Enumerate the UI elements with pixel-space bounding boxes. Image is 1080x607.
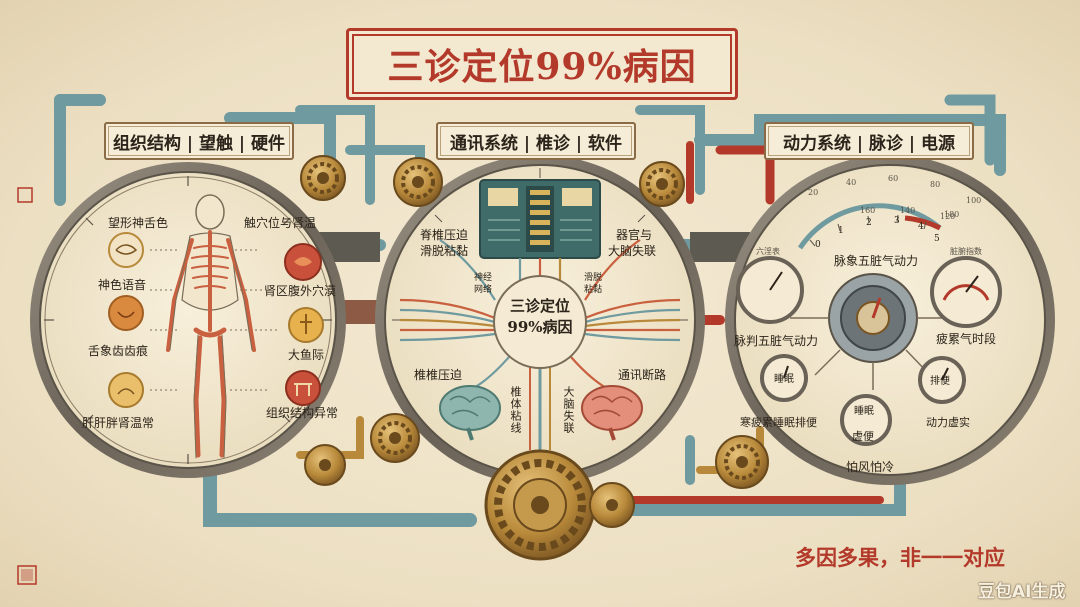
center-label-slip-2: 粘黏 [584,285,603,295]
right-label-bowel: 排便 [930,376,950,387]
center-label-slip-1: 滑脱 [584,273,603,283]
left-label-1: 望形神舌色 [108,216,169,230]
top-scale-tick-3: 3 [894,216,900,226]
face-icon [108,232,144,268]
right-label-power-status: 动力虚实 [926,416,970,429]
title-frame: 三诊定位99%病因 [346,28,738,100]
tissue-icon [285,370,321,406]
right-label-fatigue: 疲累气时段 [936,332,997,346]
right-label-organ-index: 脏腑指数 [950,247,982,256]
center-label-spine-1: 脊椎压迫 [420,228,469,242]
left-label-7: 肝肝胖肾温常 [82,416,155,430]
center-label-organ-2: 大脑失联 [608,244,657,258]
right-label-sleep-2: 睡眠 [854,406,874,417]
left-dial [30,162,346,478]
center-hub-label: 三诊定位 99%病因 [490,296,590,338]
center-label-disconnect: 通讯断路 [618,368,667,382]
section-header-left: 组织结构 | 望触 | 硬件 [104,122,294,160]
page-title: 三诊定位99%病因 [387,46,697,88]
watermark: 豆包AI生成 [978,582,1066,602]
section-header-right: 动力系统 | 脉诊 | 电源 [764,122,974,160]
center-hub-line-1: 三诊定位 [509,297,570,315]
center-label-compression: 椎椎压迫 [414,368,463,382]
tongue-icon [108,295,144,331]
symptom-medallions [108,232,324,408]
center-label-nerve-2: 网络 [474,285,493,295]
gauge-tick-80: 80 [930,180,941,189]
gauge-tick-40: 40 [846,178,857,187]
gauge-tick-60: 60 [888,174,899,183]
center-label-organ-1: 器官与 [616,228,653,242]
gauge-tick-180: 180 [944,210,960,219]
gauge-tick-100: 100 [966,196,982,205]
center-label-nerve-1: 神经 [474,273,493,283]
left-label-2: 触穴位与肾温 [244,216,317,230]
center-vertical-label-1: 椎体粘线 [509,386,522,434]
skeleton-figure-icon [166,194,256,459]
left-label-6: 大鱼际 [288,348,325,362]
gauge-tick-20: 20 [808,188,819,197]
brain-icon-red [581,385,643,441]
gauge-tick-160: 160 [860,206,876,215]
brain-icon [439,385,501,441]
left-label-8: 组织结构异常 [266,406,339,420]
right-label-pulse-judge: 脉判五脏气动力 [734,334,819,348]
gauge-tick-140: 140 [900,206,916,215]
top-scale-tick-5: 5 [934,234,940,244]
hand-icon [108,372,144,408]
slogan: 多因多果，非一一对应 [795,545,1005,570]
seal-stamp-icon [17,187,37,585]
right-label-cold-sleep: 寒疲累睡眠排便 [740,416,817,429]
center-label-spine-2: 滑脱粘黏 [420,244,469,258]
gear-icon [300,155,769,561]
left-label-5: 舌象齿齿痕 [88,344,149,358]
center-vertical-label-2: 大脑失联 [562,386,575,434]
right-label-six-evils: 六淫表 [756,247,780,256]
pressure-gauge-icon [736,256,1002,446]
right-label-cold-wind: 怕风怕冷 [846,460,895,474]
left-label-4: 肾区腹外穴漠 [264,284,337,298]
top-scale-tick-1: 1 [838,226,844,236]
section-header-center: 通讯系统 | 椎诊 | 软件 [436,122,636,160]
left-label-3: 神色语音 [98,278,147,292]
top-scale-tick-2: 2 [866,218,872,228]
gauge-tick-120: 120 [940,212,956,221]
circuit-board-icon [479,179,601,259]
center-hub-line-2: 99%病因 [507,318,573,336]
right-label-deficient: 虚便 [852,430,874,443]
right-label-sleep-1: 睡眠 [774,374,794,385]
right-dial [725,155,1055,485]
top-scale-tick-4: 4 [918,222,924,232]
right-label-pulse-power: 脉象五脏气动力 [834,254,919,268]
top-scale-tick-0: 0 [815,240,821,250]
